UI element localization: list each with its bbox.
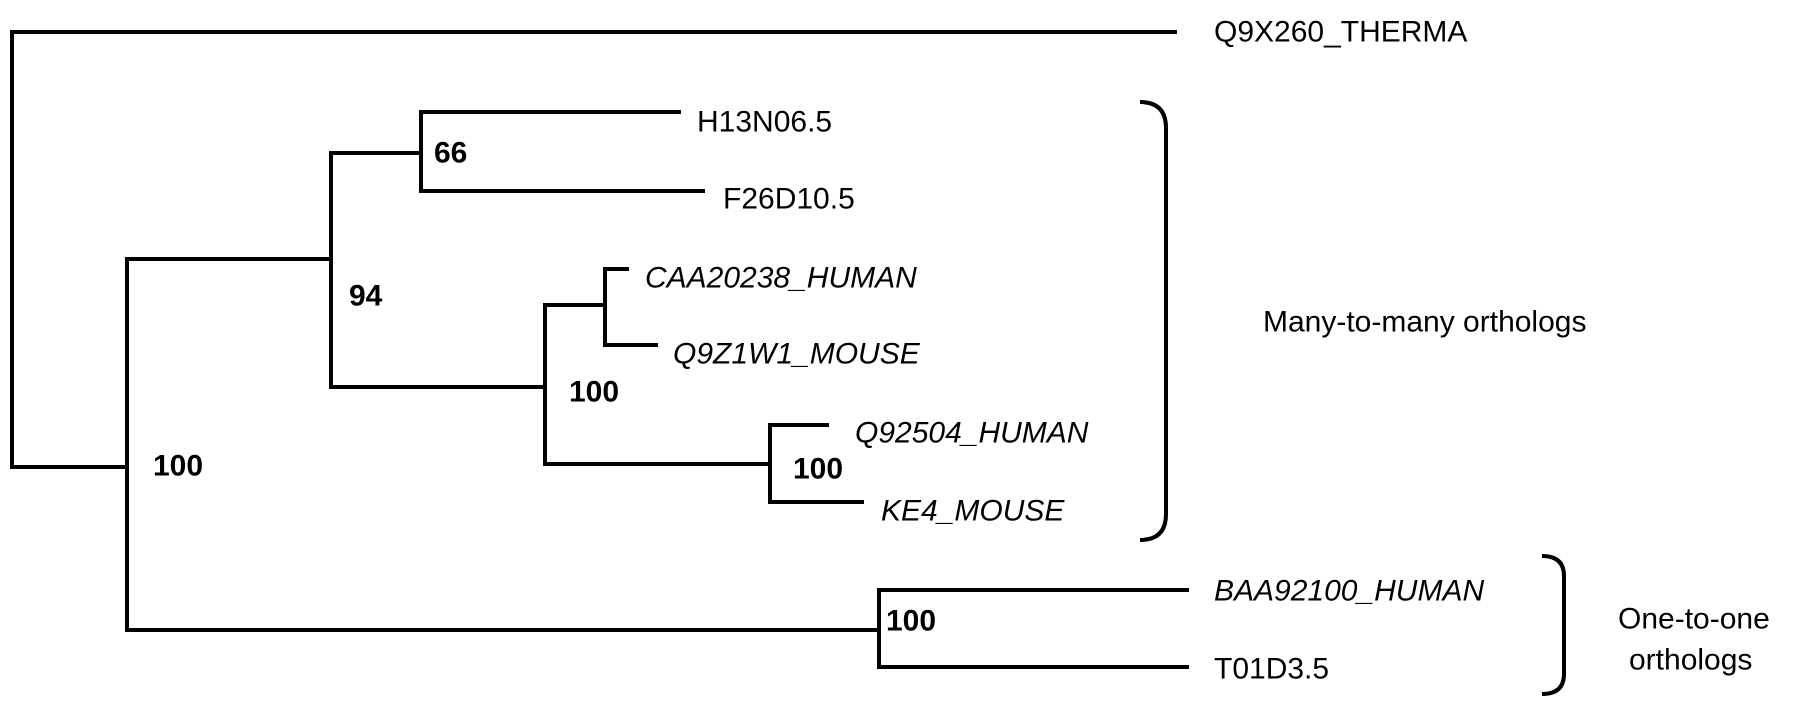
leaf-caa20238: CAA20238_HUMAN [645,262,917,295]
support-root: 100 [153,450,203,483]
leaf-q92504: Q92504_HUMAN [855,417,1089,450]
group-label-many-to-many: Many-to-many orthologs [1263,306,1586,339]
group-label-one-to-one-line2: orthologs [1629,644,1752,677]
leaf-baa92100: BAA92100_HUMAN [1214,575,1484,608]
group-label-one-to-one-line1: One-to-one [1618,603,1770,636]
support-node66: 66 [434,137,467,170]
leaf-q9z1w1: Q9Z1W1_MOUSE [673,338,921,371]
support-node94: 94 [349,280,383,313]
one-to-one-bracket [1541,554,1566,696]
leaf-ke4: KE4_MOUSE [881,495,1065,528]
leaf-t01d3: T01D3.5 [1214,653,1329,686]
leaf-q9x260: Q9X260_THERMA [1214,16,1467,49]
support-node100-mm: 100 [569,376,619,409]
leaf-f26d10: F26D10.5 [723,183,855,216]
many-to-many-bracket [1139,100,1168,542]
support-node100-q: 100 [793,453,843,486]
support-node100-oo: 100 [886,605,936,638]
leaf-h13n06: H13N06.5 [697,106,832,139]
